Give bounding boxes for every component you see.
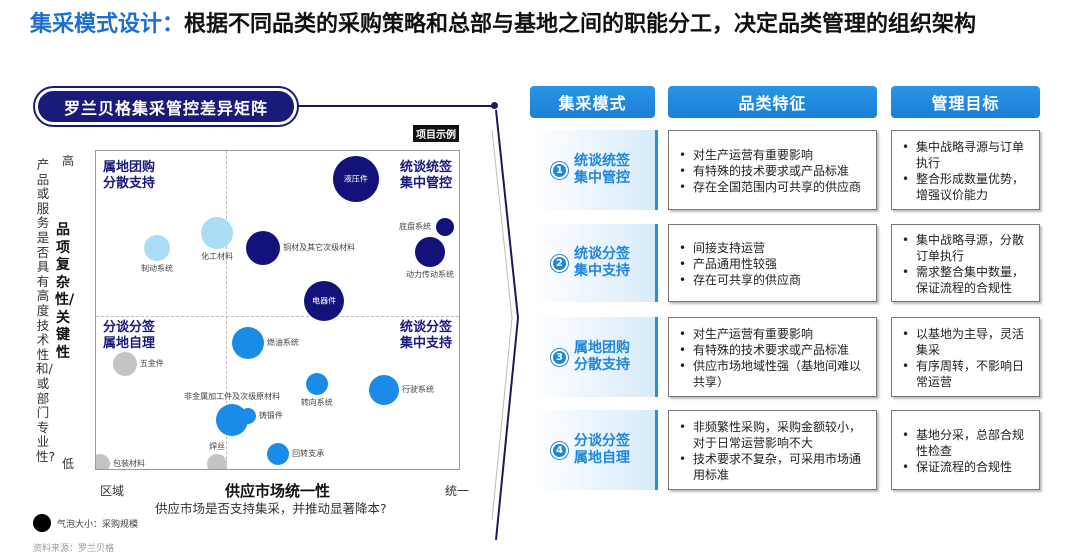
mode-label: 统谈分签集中支持	[574, 246, 630, 279]
bubble-label: 液压件	[343, 174, 368, 184]
bubble-12	[267, 443, 290, 466]
goal-item: 集中战略寻源，分散订单执行	[900, 232, 1033, 264]
bubble-8	[305, 372, 328, 395]
number-badge-icon: 3	[551, 348, 568, 366]
bubble-0	[332, 155, 379, 202]
header-mode: 集采模式	[530, 86, 655, 118]
number-badge-icon: 2	[551, 254, 568, 272]
number-badge-icon: 1	[551, 161, 568, 179]
bubble-plot: 属地团购分散支持 统谈统签集中管控 分谈分签属地自理 统谈分签集中支持 液压件底…	[95, 150, 460, 470]
connector-dot	[491, 102, 498, 109]
number-badge-icon: 4	[551, 441, 568, 459]
y-tick-low: 低	[62, 457, 75, 471]
bubble-label: 回转支承	[292, 449, 325, 459]
bubble-15	[96, 453, 110, 469]
y-tick-high: 高	[62, 154, 75, 168]
feature-item: 产品通用性较强	[677, 256, 870, 272]
bubble-13	[112, 352, 137, 377]
matrix-badge: 罗兰贝格集采管控差异矩阵	[35, 88, 297, 125]
page-title: 集采模式设计：根据不同品类的采购策略和总部与基地之间的职能分工，决定品类管理的组…	[30, 12, 977, 37]
y-axis-title: 品项复杂性/关键性	[55, 222, 75, 361]
feature-item: 对生产运营有重要影响	[677, 147, 870, 163]
goal-item: 需求整合集中数量，保证流程的合规性	[900, 264, 1033, 296]
legend-bubble-icon	[33, 514, 51, 532]
mode-label: 属地团购分散支持	[574, 340, 630, 373]
goal-item: 以基地为主导，灵活集采	[900, 326, 1033, 358]
bubble-2	[414, 237, 445, 268]
goals-box: 以基地为主导，灵活集采有序周转，不影响日常运营	[891, 317, 1040, 397]
bubble-label: 焊丝	[209, 441, 226, 451]
legend-text: 气泡大小：采购规模	[57, 520, 139, 530]
source-note: 资料来源：罗兰贝格	[33, 544, 115, 554]
header-features: 品类特征	[668, 86, 877, 118]
feature-item: 技术要求不复杂，可采用市场通用标准	[677, 451, 870, 483]
mode-cell: 1 统谈统签集中管控	[530, 130, 658, 210]
features-box: 非频繁性采购，采购金额较小，对于日常运营影响不大技术要求不复杂，可采用市场通用标…	[668, 410, 877, 490]
horizontal-divider	[96, 316, 459, 317]
bubble-7	[231, 327, 264, 359]
x-tick-low: 区域	[100, 484, 125, 498]
chevron-bracket-icon	[491, 109, 520, 541]
feature-item: 对生产运营有重要影响	[677, 326, 870, 342]
goal-item: 有序周转，不影响日常运营	[900, 358, 1033, 390]
bubble-label: 转向系统	[300, 397, 333, 407]
bubble-4	[304, 281, 345, 322]
bubble-5	[201, 216, 234, 249]
mode-cell: 3 属地团购分散支持	[530, 317, 658, 397]
quadrant-top-left: 属地团购分散支持	[103, 160, 156, 191]
bubble-label: 包装材料	[113, 458, 145, 468]
feature-item: 供应市场地域性强（基地间难以共享）	[677, 358, 870, 390]
goal-item: 保证流程的合规性	[900, 459, 1033, 475]
feature-item: 有特殊的技术要求或产品标准	[677, 163, 870, 179]
bubble-label: 非金属加工件及次级原材料	[184, 392, 281, 402]
bubble-label: 制动系统	[140, 263, 173, 273]
features-box: 对生产运营有重要影响有特殊的技术要求或产品标准供应市场地域性强（基地间难以共享）	[668, 317, 877, 397]
goal-item: 基地分采，总部合规性检查	[900, 427, 1033, 459]
bubble-label: 底盘系统	[398, 221, 431, 231]
goals-box: 基地分采，总部合规性检查保证流程的合规性	[891, 410, 1040, 490]
bubble-1	[435, 217, 454, 236]
bubble-label: 行驶系统	[401, 385, 434, 395]
bubble-label: 化工材料	[201, 251, 234, 261]
bubble-label: 铜材及其它次级材料	[283, 242, 356, 252]
x-axis-question: 供应市场是否支持集采，并推动显著降本?	[155, 501, 387, 516]
goal-item: 整合形成数量优势，增强议价能力	[900, 171, 1033, 203]
y-axis-question: 产品或服务是否具有高度技术性和/或部门专业性?	[36, 157, 56, 464]
x-tick-high: 统一	[445, 484, 470, 498]
goal-item: 集中战略寻源与订单执行	[900, 139, 1033, 171]
bubble-14	[207, 453, 228, 469]
example-tag: 项目示例	[413, 125, 459, 142]
goals-box: 集中战略寻源与订单执行整合形成数量优势，增强议价能力	[891, 130, 1040, 210]
bubble-label: 电器件	[312, 296, 337, 306]
vertical-divider	[226, 151, 227, 469]
bubble-11	[239, 407, 256, 424]
mode-label: 统谈统签集中管控	[574, 153, 630, 186]
mode-cell: 2 统谈分签集中支持	[530, 224, 658, 302]
bubble-label: 动力传动系统	[405, 270, 454, 280]
feature-item: 存在全国范围内可共享的供应商	[677, 179, 870, 195]
bubble-3	[246, 230, 281, 265]
bubble-9	[368, 375, 399, 406]
goals-box: 集中战略寻源，分散订单执行需求整合集中数量，保证流程的合规性	[891, 224, 1040, 302]
bubble-label: 燃油系统	[266, 338, 299, 347]
bubble-label: 铸锻件	[258, 410, 283, 420]
features-box: 对生产运营有重要影响有特殊的技术要求或产品标准存在全国范围内可共享的供应商	[668, 130, 877, 210]
quadrant-top-right: 统谈统签集中管控	[399, 160, 452, 191]
bubble-6	[143, 234, 170, 261]
mode-label: 分谈分签属地自理	[574, 433, 630, 466]
bubble-label: 五金件	[139, 359, 164, 369]
header-goals: 管理目标	[891, 86, 1040, 118]
feature-item: 间接支持运营	[677, 240, 870, 256]
quadrant-bottom-left: 分谈分签属地自理	[103, 320, 156, 351]
quadrant-bottom-right: 统谈分签集中支持	[399, 320, 452, 351]
features-box: 间接支持运营产品通用性较强存在可共享的供应商	[668, 224, 877, 302]
feature-item: 非频繁性采购，采购金额较小，对于日常运营影响不大	[677, 419, 870, 451]
feature-item: 有特殊的技术要求或产品标准	[677, 342, 870, 358]
feature-item: 存在可共享的供应商	[677, 272, 870, 288]
mode-cell: 4 分谈分签属地自理	[530, 410, 658, 490]
connector-line	[297, 105, 493, 107]
x-axis-title: 供应市场统一性	[225, 482, 331, 500]
